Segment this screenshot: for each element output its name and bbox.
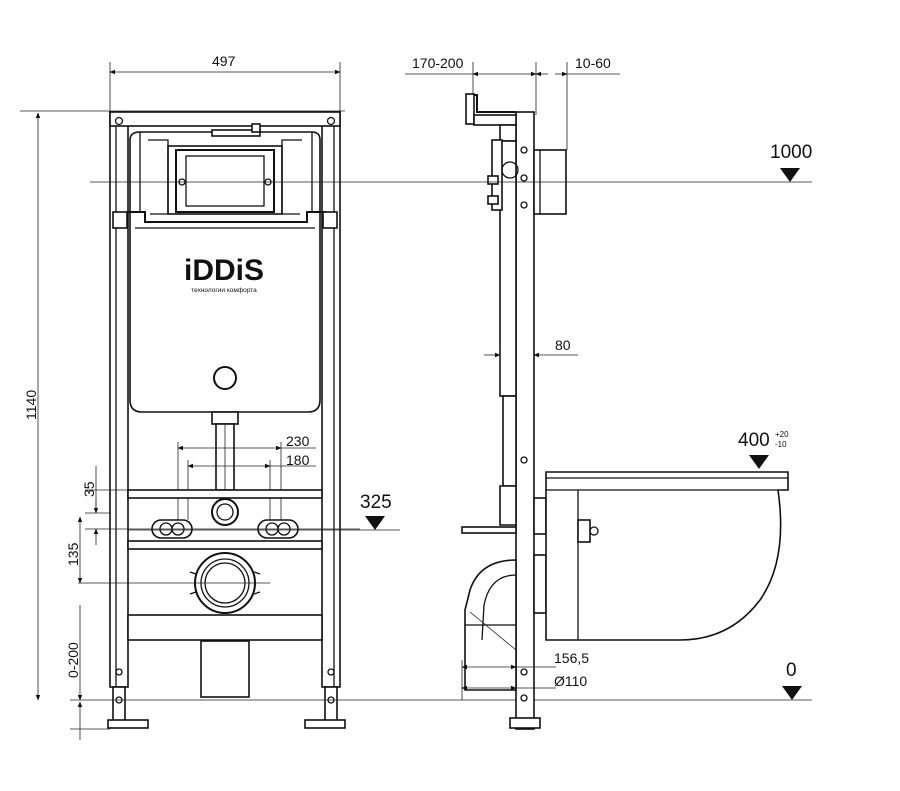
level-0-label: 0 — [786, 660, 797, 681]
frame-left-post — [109, 111, 129, 688]
level-markers: 1000 325 400 +20 -10 0 — [90, 142, 812, 700]
dim-width-label: 497 — [212, 53, 236, 69]
brand-logo: iDDiS — [184, 254, 264, 287]
dim-height-label: 1140 — [23, 390, 39, 420]
level-400-tol-minus: -10 — [775, 440, 787, 449]
level-325-label: 325 — [360, 492, 392, 513]
dim-35-label: 35 — [81, 481, 97, 497]
level-arrow-325 — [365, 516, 385, 530]
level-arrow-400 — [749, 455, 769, 469]
bottom-rail — [127, 614, 323, 641]
level-400-tol-plus: +20 — [775, 430, 789, 439]
dim-156-5-label: 156,5 — [554, 650, 589, 666]
service-port — [213, 366, 237, 390]
brand-tagline: технологии комфорта — [191, 287, 257, 294]
side-frame-post — [515, 111, 535, 730]
dim-10-60-label: 10-60 — [575, 55, 611, 71]
drain-pipe-front — [200, 640, 250, 698]
dim-0-200-label: 0-200 — [65, 642, 81, 678]
dim-80-label: 80 — [555, 337, 571, 353]
toilet-bowl — [545, 471, 789, 641]
level-400-label: 400 — [738, 430, 770, 451]
dim-170-200-label: 170-200 — [412, 55, 464, 71]
water-inlet — [211, 498, 239, 526]
dim-230-label: 230 — [286, 433, 310, 449]
level-1000-label: 1000 — [770, 142, 812, 163]
dim-180-label: 180 — [286, 452, 310, 468]
dim-110-label: Ø110 — [554, 673, 587, 689]
frame-top-bar — [109, 111, 341, 127]
flush-plate-frame — [167, 145, 283, 215]
side-view: 170-200 10-60 80 — [405, 55, 789, 730]
frame-left-foot — [107, 719, 149, 729]
frame-right-foot — [304, 719, 346, 729]
level-arrow-0 — [782, 686, 802, 700]
frame-right-post — [321, 111, 341, 688]
level-arrow-1000 — [780, 168, 800, 182]
dim-135-label: 135 — [65, 542, 81, 566]
front-view: 497 1140 — [20, 53, 812, 740]
